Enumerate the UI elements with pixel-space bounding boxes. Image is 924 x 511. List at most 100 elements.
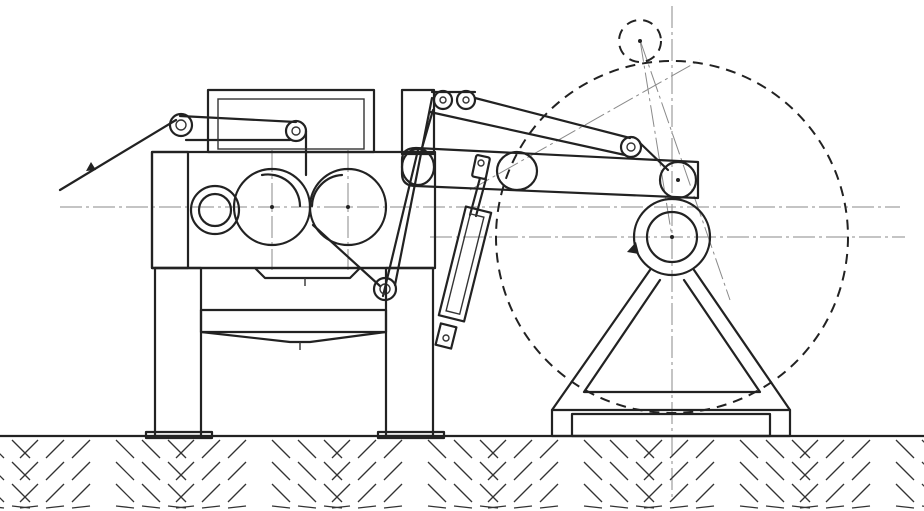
hatch-line: [427, 505, 447, 509]
hatch-line: [383, 505, 403, 509]
hydraulic-cylinder: [434, 154, 493, 350]
hatch-line: [271, 505, 291, 509]
hatch-line: [453, 461, 473, 481]
hatch-line: [227, 439, 247, 459]
hatch-line: [635, 461, 655, 481]
winding-roll: [627, 197, 712, 277]
hatch-line: [357, 483, 377, 503]
feed-direction-arrow: [86, 162, 96, 171]
swing-arm: [400, 89, 700, 200]
hatch-line: [487, 461, 507, 481]
hatch-line: [331, 505, 351, 509]
hatch-line: [297, 505, 317, 509]
hatch-line: [583, 505, 603, 509]
hatch-line: [115, 461, 135, 481]
press-roller-right: [308, 167, 388, 247]
hatch-line: [141, 505, 161, 509]
hatch-line: [427, 439, 447, 459]
hatch-line: [609, 461, 629, 481]
hatch-line: [383, 461, 403, 481]
hatch-line: [357, 439, 377, 459]
hatch-line: [479, 461, 499, 481]
hatch-line: [175, 439, 195, 459]
hatch-line: [825, 439, 845, 459]
hatch-line: [643, 439, 663, 459]
hatch-line: [643, 461, 663, 481]
hatch-line: [539, 483, 559, 503]
hatch-line: [479, 483, 499, 503]
hatch-line: [141, 439, 161, 459]
hatch-line: [297, 483, 317, 503]
hatch-line: [141, 461, 161, 481]
hatch-line: [167, 483, 187, 503]
hatch-line: [895, 439, 915, 459]
hatch-line: [201, 439, 221, 459]
press-frame: [150, 88, 437, 286]
hatch-line: [271, 483, 291, 503]
hatch-line: [11, 461, 31, 481]
hatch-line: [851, 483, 871, 503]
hatch-line: [167, 439, 187, 459]
hatch-line: [71, 439, 91, 459]
center-lines: [60, 6, 905, 500]
hatch-line: [115, 505, 135, 509]
hatch-line: [669, 483, 689, 503]
hatch-line: [71, 483, 91, 503]
hatch-line: [45, 483, 65, 503]
hatch-line: [71, 461, 91, 481]
hatch-line: [0, 453, 5, 459]
hatch-line: [227, 461, 247, 481]
hatch-line: [825, 483, 845, 503]
hatch-line: [167, 461, 187, 481]
feed-roller-1: [168, 112, 194, 138]
hatch-line: [799, 461, 819, 481]
hatch-line: [739, 505, 759, 509]
small-roller: [189, 184, 241, 236]
hatch-line: [765, 461, 785, 481]
hatch-line: [19, 483, 39, 503]
hatch-line: [739, 483, 759, 503]
hatch-line: [383, 439, 403, 459]
hatch-line: [271, 461, 291, 481]
hatch-line: [695, 483, 715, 503]
hatch-line: [765, 505, 785, 509]
hatch-line: [201, 505, 221, 509]
hatch-line: [739, 439, 759, 459]
hatch-line: [487, 483, 507, 503]
hatch-line: [635, 439, 655, 459]
hatch-line: [453, 483, 473, 503]
hatch-line: [669, 505, 689, 509]
hatch-line: [609, 483, 629, 503]
hatch-line: [11, 439, 31, 459]
a-frame-stand: [550, 268, 792, 438]
hatch-line: [0, 506, 5, 509]
hatch-line: [0, 497, 5, 503]
hatch-line: [895, 461, 915, 481]
hatch-line: [791, 439, 811, 459]
hatch-line: [357, 505, 377, 509]
hatch-line: [765, 483, 785, 503]
hatch-line: [695, 505, 715, 509]
hatch-line: [45, 505, 65, 509]
hatch-line: [895, 505, 915, 509]
hatch-line: [539, 505, 559, 509]
hatch-line: [19, 439, 39, 459]
hatch-line: [271, 439, 291, 459]
hatch-line: [799, 483, 819, 503]
hatch-line: [201, 461, 221, 481]
feed-roller-2: [284, 119, 308, 143]
hatch-line: [825, 461, 845, 481]
hatch-line: [323, 483, 343, 503]
web-path: [311, 96, 434, 302]
hatch-line: [609, 505, 629, 509]
hatch-line: [609, 439, 629, 459]
hatch-line: [695, 461, 715, 481]
hatch-line: [45, 461, 65, 481]
hatch-line: [643, 483, 663, 503]
hatch-line: [739, 461, 759, 481]
hatch-line: [323, 461, 343, 481]
feed-belt: [58, 112, 308, 192]
hatch-line: [513, 461, 533, 481]
hatch-line: [583, 461, 603, 481]
